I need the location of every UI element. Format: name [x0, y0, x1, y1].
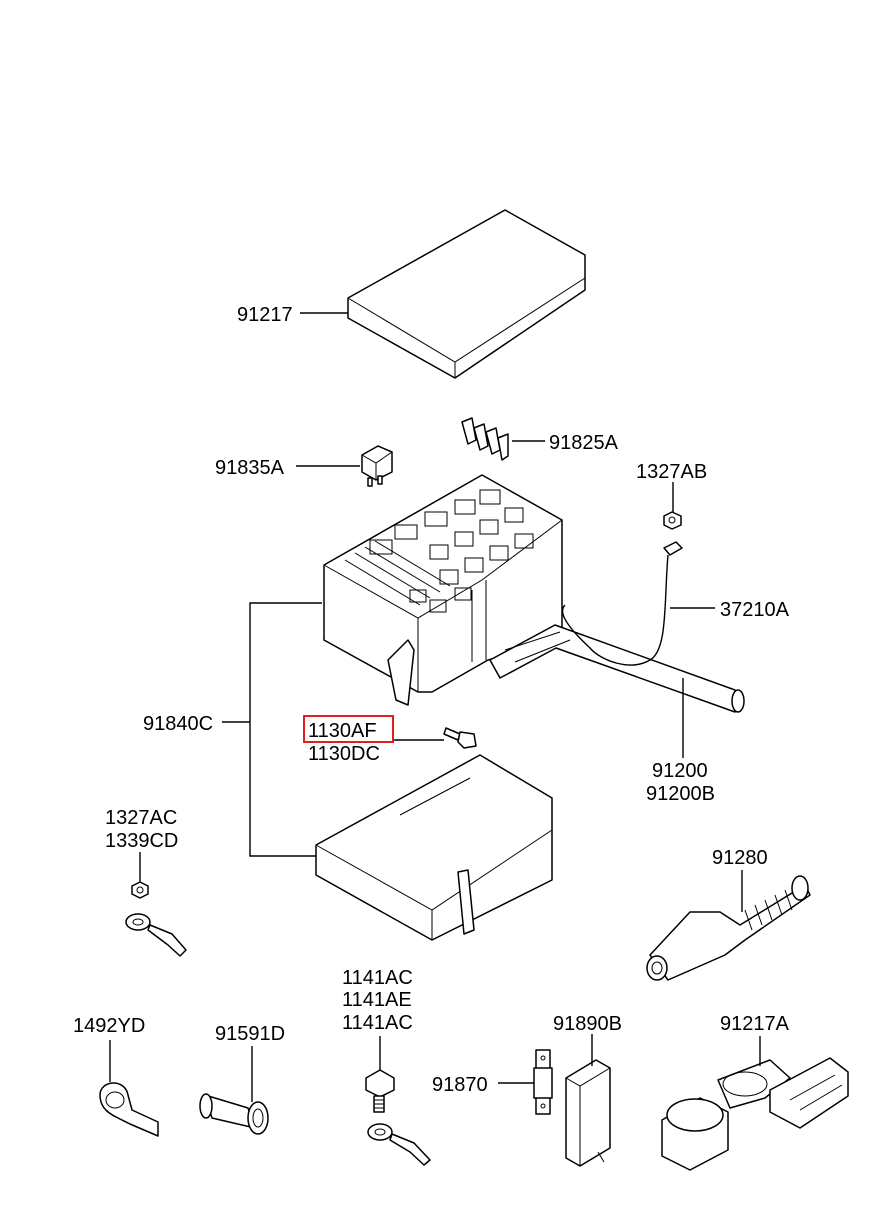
part-91870-fuse[interactable]: [533, 1049, 553, 1115]
label-91840c: 91840C: [143, 713, 213, 735]
part-91591d-plug[interactable]: [199, 1093, 269, 1135]
bracket-91840c: [249, 602, 322, 857]
part-91840c-lower-cover[interactable]: [315, 754, 553, 941]
part-1327ab-nut[interactable]: [663, 511, 682, 530]
label-1492yd: 1492YD: [73, 1015, 145, 1037]
label-1130af[interactable]: 1130AF: [308, 720, 377, 742]
part-91200-harness[interactable]: [489, 624, 745, 713]
part-91280-grommet[interactable]: [646, 875, 811, 981]
label-91217a: 91217A: [720, 1013, 790, 1035]
label-1339cd: 1339CD: [105, 830, 178, 852]
label-91835a: 91835A: [215, 457, 285, 479]
part-1492yd-clip[interactable]: [99, 1082, 159, 1137]
part-91217-cover[interactable]: [347, 209, 586, 379]
part-91217a-protector[interactable]: [661, 1057, 849, 1171]
label-91200: 91200: [652, 760, 708, 782]
label-91217: 91217: [237, 304, 293, 326]
part-91890b-block[interactable]: [565, 1059, 611, 1167]
label-91591d: 91591D: [215, 1023, 285, 1045]
part-1141ac-bolt[interactable]: [365, 1069, 431, 1166]
part-37210a-cable[interactable]: [561, 541, 683, 666]
part-1327ac-nut[interactable]: [131, 881, 149, 899]
label-1327ab: 1327AB: [636, 461, 707, 483]
label-1130dc: 1130DC: [308, 743, 380, 765]
label-1141ae: 1141AE: [342, 989, 412, 1011]
part-1130af-bolt[interactable]: [443, 727, 477, 749]
label-91280: 91280: [712, 847, 768, 869]
label-1141ac-b: 1141AC: [342, 1012, 413, 1034]
part-junction-box[interactable]: [323, 474, 563, 706]
label-91825a: 91825A: [549, 432, 619, 454]
label-91870: 91870: [432, 1074, 488, 1096]
label-37210a: 37210A: [720, 599, 790, 621]
label-91890b: 91890B: [553, 1013, 622, 1035]
part-1339cd-terminal[interactable]: [125, 913, 187, 957]
label-91200b: 91200B: [646, 783, 715, 805]
highlight-box-1130af: [303, 715, 394, 743]
part-91825a-fuses[interactable]: [461, 417, 509, 461]
part-91835a-relay[interactable]: [361, 445, 393, 487]
label-1327ac: 1327AC: [105, 807, 177, 829]
label-1141ac-a: 1141AC: [342, 967, 413, 989]
